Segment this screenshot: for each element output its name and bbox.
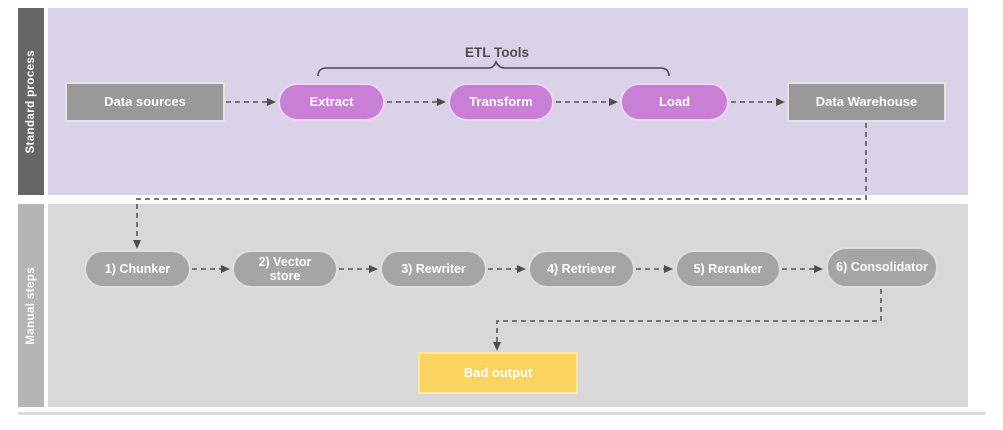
node-consolidator-label: 6) Consolidator xyxy=(836,260,928,275)
node-data-sources: Data sources xyxy=(65,82,225,122)
node-rewriter-label: 3) Rewriter xyxy=(401,261,466,276)
node-reranker: 5) Reranker xyxy=(675,250,781,288)
node-consolidator: 6) Consolidator xyxy=(826,247,938,288)
lane-label-manual-steps: Manual steps xyxy=(18,204,44,407)
node-data-sources-label: Data sources xyxy=(104,93,186,109)
node-vector-store-label: 2) Vector store xyxy=(258,254,312,283)
etl-tools-group-label: ETL Tools xyxy=(465,45,529,60)
lane-label-manual-steps-text: Manual steps xyxy=(25,266,37,345)
node-load: Load xyxy=(620,83,729,121)
node-data-warehouse-label: Data Warehouse xyxy=(815,93,918,109)
lane-label-standard-process: Standard process xyxy=(18,8,44,195)
node-data-warehouse: Data Warehouse xyxy=(787,82,946,122)
node-transform: Transform xyxy=(448,83,554,121)
node-vector-store: 2) Vector store xyxy=(232,250,338,288)
node-reranker-label: 5) Reranker xyxy=(693,261,763,276)
node-retriever-label: 4) Retriever xyxy=(547,261,616,276)
node-chunker-label: 1) Chunker xyxy=(104,261,171,276)
next-lane-edge-strip xyxy=(18,412,985,415)
node-extract-label: Extract xyxy=(309,93,354,109)
node-retriever: 4) Retriever xyxy=(528,250,635,288)
node-transform-label: Transform xyxy=(469,93,533,109)
lane-label-standard-process-text: Standard process xyxy=(25,49,37,154)
node-bad-output-label: Bad output xyxy=(463,364,533,380)
node-rewriter: 3) Rewriter xyxy=(380,250,487,288)
node-bad-output: Bad output xyxy=(418,352,578,394)
node-extract: Extract xyxy=(278,83,385,121)
node-chunker: 1) Chunker xyxy=(84,250,191,288)
node-load-label: Load xyxy=(658,93,691,109)
